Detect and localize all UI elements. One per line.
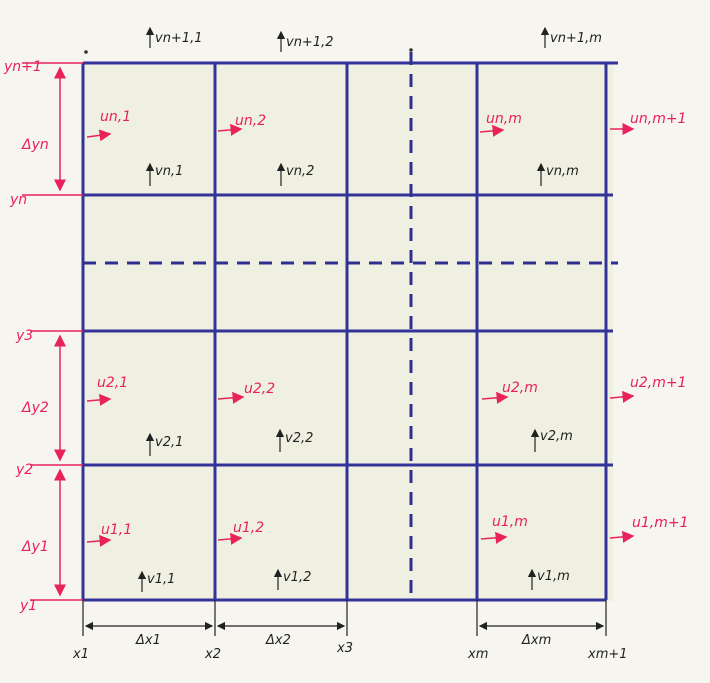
u-label-n-1: un,1 — [100, 109, 131, 125]
y-label-y2: y2 — [15, 462, 33, 478]
v-label-2-m: v2,m — [540, 429, 573, 444]
v-label-top-m: vn+1,m — [550, 31, 602, 46]
v-label-top-1: vn+1,1 — [155, 31, 203, 46]
dy-label-1: Δy1 — [21, 539, 49, 555]
x-label-x3: x3 — [336, 641, 353, 656]
x-label-x1: x1 — [72, 647, 89, 662]
u-label-n-m+1: un,m+1 — [630, 111, 686, 127]
dx-label-m: Δxm — [521, 633, 551, 648]
dy-label-n: Δyn — [21, 137, 49, 153]
y-label-y1: y1 — [19, 598, 37, 614]
dx-label-1: Δx1 — [135, 633, 161, 648]
dy-label-2: Δy2 — [21, 400, 49, 416]
u-arrow-1-m — [480, 531, 508, 544]
u-label-1-1: u1,1 — [101, 522, 132, 538]
v-label-n-2: vn,2 — [286, 164, 314, 179]
v-label-1-m: v1,m — [537, 569, 570, 584]
u-arrow-1-2 — [217, 532, 243, 545]
top-dot-2 — [409, 48, 413, 52]
u-arrow-1-1 — [86, 534, 112, 547]
v-label-1-1: v1,1 — [147, 572, 175, 587]
u-label-2-2: u2,2 — [244, 381, 275, 397]
u-arrow-2-2 — [217, 391, 245, 404]
v-label-n-m: vn,m — [546, 164, 579, 179]
y-label-yn: yn — [9, 192, 27, 208]
u-arrow-2-1 — [86, 393, 112, 406]
y-label-y3: y3 — [15, 328, 33, 344]
u-arrow-n-m — [479, 124, 505, 137]
u-label-n-m: un,m — [486, 111, 522, 127]
x-label-x2: x2 — [204, 647, 221, 662]
v-label-2-2: v2,2 — [285, 431, 313, 446]
u-label-2-m: u2,m — [502, 380, 538, 396]
v-label-1-2: v1,2 — [283, 570, 311, 585]
u-arrow-1-m+1 — [609, 530, 635, 543]
u-label-1-m: u1,m — [492, 514, 528, 530]
u-label-n-2: un,2 — [235, 113, 266, 129]
x-label-xm: xm — [467, 647, 488, 662]
u-arrow-n-1 — [86, 129, 112, 142]
u-arrow-2-m — [481, 391, 509, 404]
u-label-2-m+1: u2,m+1 — [630, 375, 687, 391]
x-label-xm+1: xm+1 — [587, 647, 628, 662]
y-label-yn+1: yn+1 — [3, 59, 42, 75]
top-dot-1 — [84, 50, 88, 54]
u-label-1-m+1: u1,m+1 — [632, 515, 689, 531]
u-label-2-1: u2,1 — [97, 375, 128, 391]
v-label-2-1: v2,1 — [155, 435, 183, 450]
u-label-1-2: u1,2 — [233, 520, 264, 536]
v-label-top-2: vn+1,2 — [286, 35, 334, 50]
u-arrow-2-m+1 — [609, 390, 635, 403]
u-arrow-n-2 — [217, 123, 243, 136]
dx-label-2: Δx2 — [265, 633, 291, 648]
v-label-n-1: vn,1 — [155, 164, 183, 179]
